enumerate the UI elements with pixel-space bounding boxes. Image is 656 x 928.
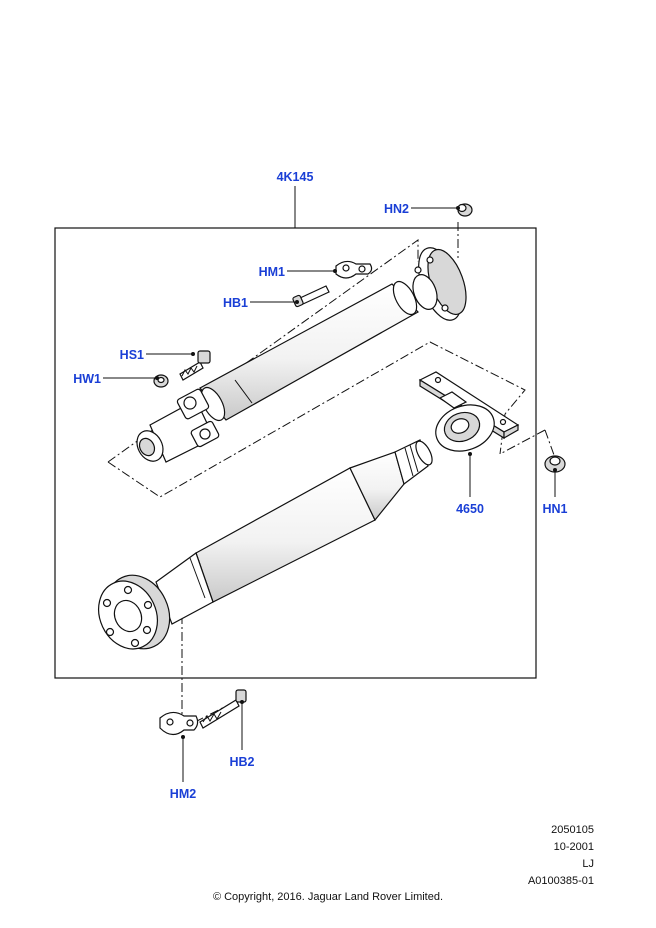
callout-hn2: HN2 [384,202,409,216]
hb2-bolt [199,689,247,729]
upper-flange [412,247,467,321]
upper-shaft [199,280,419,422]
diagram-code: 2050105 [551,824,594,836]
hm1-plate [335,260,373,279]
center-bearing [418,371,520,452]
copyright-notice: © Copyright, 2016. Jaguar Land Rover Lim… [212,891,444,903]
callout-hm1: HM1 [259,265,285,279]
callout-hn1: HN1 [542,502,567,516]
hn1-nut [544,455,566,473]
hn1-axis-line [544,429,555,456]
callout-4k145: 4K145 [277,170,314,184]
callout-hb2: HB2 [229,755,254,769]
universal-joint [136,388,220,463]
diagram-reference: A0100385-01 [527,875,594,887]
lower-flange [98,574,171,650]
hn2-nut [457,203,473,217]
hb1-bolt [292,285,330,308]
callout-hb1: HB1 [223,296,248,310]
hs1-stud [179,350,211,381]
callout-hs1: HS1 [120,348,144,362]
diagram-date: 10-2001 [553,841,594,853]
diagram-initials: LJ [582,858,594,870]
hm2-plate [159,711,199,736]
callout-4650: 4650 [456,502,484,516]
lower-shaft [155,439,433,625]
callout-hm2: HM2 [170,787,196,801]
callout-hw1: HW1 [73,372,101,386]
leader-lines [103,206,557,782]
